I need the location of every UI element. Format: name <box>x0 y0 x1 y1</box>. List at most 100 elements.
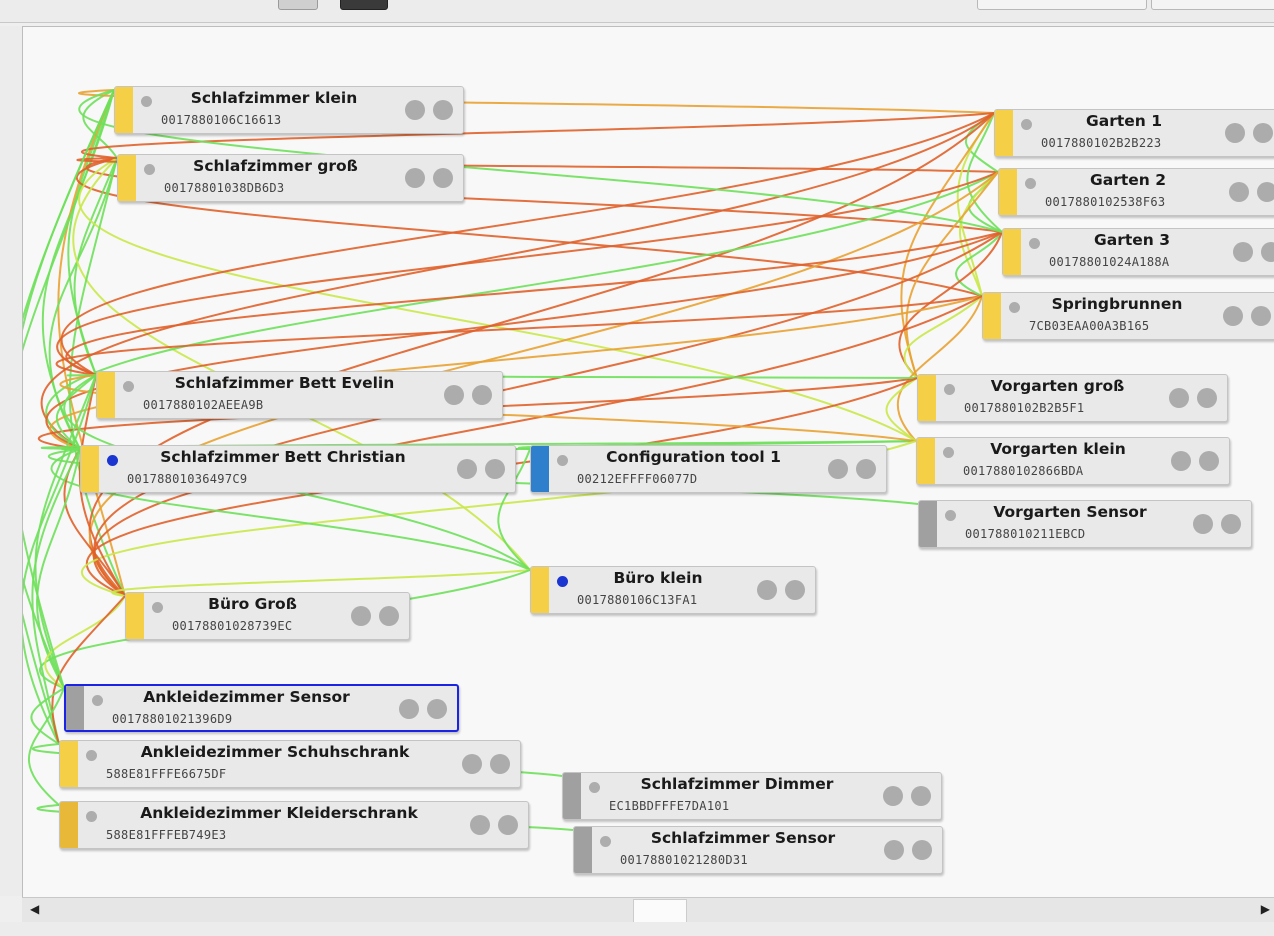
link-ok <box>44 595 126 689</box>
node-vorgarten-gro-[interactable]: Vorgarten groß 0017880102B2B5F1 <box>917 374 1228 422</box>
node-garten-2[interactable]: Garten 2 0017880102538F63 <box>998 168 1274 216</box>
endpoint-port-icon[interactable] <box>498 815 518 835</box>
node-b-ro-gro-[interactable]: Büro Groß 00178801028739EC <box>125 592 410 640</box>
link-bad <box>60 112 995 376</box>
node-schlafzimmer-sensor[interactable]: Schlafzimmer Sensor 00178801021280D31 <box>573 826 943 874</box>
node-configuration-tool-1[interactable]: Configuration tool 1 00212EFFFF06077D <box>530 445 887 493</box>
node-type-bar <box>118 155 136 201</box>
node-schlafzimmer-dimmer[interactable]: Schlafzimmer Dimmer EC1BBDFFFE7DA101 <box>562 772 942 820</box>
toolbar-dropdown[interactable] <box>977 0 1147 10</box>
link-good <box>955 231 1003 297</box>
endpoint-port-icon[interactable] <box>1225 123 1245 143</box>
link-good <box>497 448 531 571</box>
link-good <box>55 374 97 450</box>
node-name: Ankleidezimmer Schuhschrank <box>140 743 410 761</box>
endpoint-port-icon[interactable] <box>399 699 419 719</box>
node-name: Configuration tool 1 <box>606 448 781 466</box>
endpoint-port-icon[interactable] <box>490 754 510 774</box>
link-good <box>82 89 118 159</box>
endpoint-port-icon[interactable] <box>1197 388 1217 408</box>
node-schlafzimmer-bett-christian[interactable]: Schlafzimmer Bett Christian 001788010364… <box>80 445 516 493</box>
left-dock-gutter[interactable] <box>0 26 22 896</box>
link-bad <box>40 112 995 450</box>
node-name: Garten 1 <box>1086 112 1162 130</box>
endpoint-port-icon[interactable] <box>405 100 425 120</box>
node-type-bar <box>81 446 99 492</box>
node-garten-1[interactable]: Garten 1 0017880102B2B223 <box>994 109 1274 157</box>
endpoint-port-icon[interactable] <box>1253 123 1273 143</box>
endpoint-port-icon[interactable] <box>856 459 876 479</box>
endpoint-port-icon[interactable] <box>1199 451 1219 471</box>
node-schlafzimmer-klein[interactable]: Schlafzimmer klein 0017880106C16613 <box>114 86 464 134</box>
endpoint-port-icon[interactable] <box>405 168 425 188</box>
endpoint-port-icon[interactable] <box>351 606 371 626</box>
node-ankleidezimmer-kleiderschrank[interactable]: Ankleidezimmer Kleiderschrank 588E81FFFE… <box>59 801 529 849</box>
node-name: Büro klein <box>613 569 703 587</box>
horizontal-scrollbar[interactable]: ◀ ▶ <box>22 897 1274 923</box>
endpoint-port-icon[interactable] <box>457 459 477 479</box>
endpoint-port-icon[interactable] <box>379 606 399 626</box>
toolbar-dropdown[interactable] <box>1151 0 1274 10</box>
endpoint-port-icon[interactable] <box>911 786 931 806</box>
endpoint-port-icon[interactable] <box>1171 451 1191 471</box>
endpoint-port-icon[interactable] <box>828 459 848 479</box>
endpoint-port-icon[interactable] <box>1251 306 1271 326</box>
endpoint-port-icon[interactable] <box>462 754 482 774</box>
link-mid <box>900 112 995 379</box>
endpoint-port-icon[interactable] <box>785 580 805 600</box>
status-dot-icon <box>1021 119 1032 130</box>
link-bad <box>898 231 1003 379</box>
node-schlafzimmer-bett-evelin[interactable]: Schlafzimmer Bett Evelin 0017880102AEEA9… <box>96 371 503 419</box>
scroll-right-icon[interactable]: ▶ <box>1260 902 1270 916</box>
node-mac-address: 001788010211EBCD <box>965 527 1086 541</box>
node-vorgarten-klein[interactable]: Vorgarten klein 0017880102866BDA <box>916 437 1230 485</box>
node-springbrunnen[interactable]: Springbrunnen 7CB03EAA00A3B165 <box>982 292 1274 340</box>
node-schlafzimmer-gro-[interactable]: Schlafzimmer groß 00178801038DB6D3 <box>117 154 464 202</box>
node-name: Schlafzimmer klein <box>190 89 358 107</box>
status-dot-icon <box>92 695 103 706</box>
endpoint-port-icon[interactable] <box>1261 242 1274 262</box>
link-good <box>30 687 65 745</box>
toolbar-button-dark[interactable] <box>340 0 388 10</box>
node-ankleidezimmer-schuhschrank[interactable]: Ankleidezimmer Schuhschrank 588E81FFFE66… <box>59 740 521 788</box>
node-mac-address: 588E81FFFEB749E3 <box>106 828 227 842</box>
scroll-left-icon[interactable]: ◀ <box>30 902 40 916</box>
endpoint-port-icon[interactable] <box>433 100 453 120</box>
link-ok <box>903 295 983 379</box>
node-ankleidezimmer-sensor[interactable]: Ankleidezimmer Sensor 00178801021396D9 <box>64 684 459 732</box>
endpoint-port-icon[interactable] <box>884 840 904 860</box>
endpoint-port-icon[interactable] <box>912 840 932 860</box>
endpoint-port-icon[interactable] <box>1169 388 1189 408</box>
endpoint-port-icon[interactable] <box>472 385 492 405</box>
node-name: Garten 3 <box>1094 231 1170 249</box>
node-type-bar <box>983 293 1001 339</box>
endpoint-port-icon[interactable] <box>485 459 505 479</box>
node-name: Schlafzimmer Dimmer <box>640 775 834 793</box>
node-type-bar <box>115 87 133 133</box>
node-mac-address: 00178801021280D31 <box>620 853 748 867</box>
toolbar-button[interactable] <box>278 0 318 10</box>
link-bad <box>75 157 983 297</box>
endpoint-port-icon[interactable] <box>1233 242 1253 262</box>
status-dot-icon <box>141 96 152 107</box>
endpoint-port-icon[interactable] <box>470 815 490 835</box>
endpoint-port-icon[interactable] <box>433 168 453 188</box>
node-type-bar <box>918 375 936 421</box>
endpoint-port-icon[interactable] <box>1257 182 1274 202</box>
node-graph-canvas[interactable]: Schlafzimmer klein 0017880106C16613 Schl… <box>22 26 1274 898</box>
endpoint-port-icon[interactable] <box>1229 182 1249 202</box>
node-name: Springbrunnen <box>1051 295 1183 313</box>
endpoint-port-icon[interactable] <box>883 786 903 806</box>
node-garten-3[interactable]: Garten 3 00178801024A188A <box>1002 228 1274 276</box>
node-type-bar <box>995 110 1013 156</box>
endpoint-port-icon[interactable] <box>1221 514 1241 534</box>
endpoint-port-icon[interactable] <box>1223 306 1243 326</box>
endpoint-port-icon[interactable] <box>427 699 447 719</box>
scrollbar-thumb[interactable] <box>633 899 687 923</box>
endpoint-port-icon[interactable] <box>1193 514 1213 534</box>
node-vorgarten-sensor[interactable]: Vorgarten Sensor 001788010211EBCD <box>918 500 1252 548</box>
node-b-ro-klein[interactable]: Büro klein 0017880106C13FA1 <box>530 566 816 614</box>
link-ok <box>958 171 999 297</box>
endpoint-port-icon[interactable] <box>757 580 777 600</box>
endpoint-port-icon[interactable] <box>444 385 464 405</box>
